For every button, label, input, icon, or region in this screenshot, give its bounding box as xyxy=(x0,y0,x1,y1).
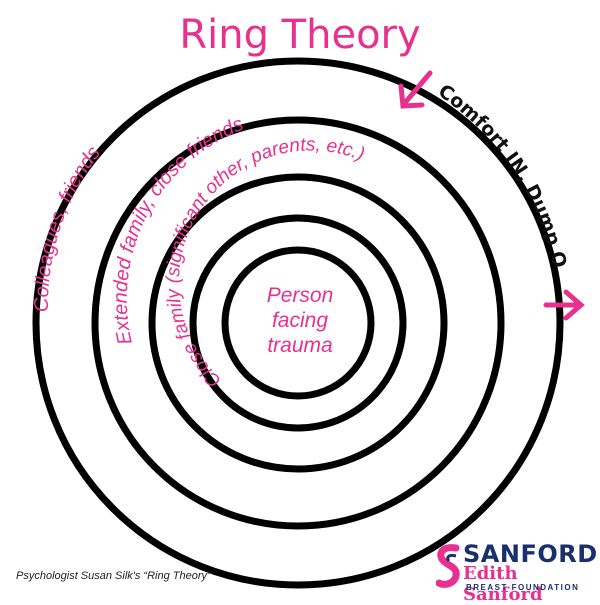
ring-outer xyxy=(32,57,564,589)
ring-inner xyxy=(221,246,375,400)
diagram-title: Ring Theory xyxy=(179,12,421,58)
center-line-2: facing xyxy=(271,309,329,332)
flow-label: Comfort IN, Dump OUT xyxy=(0,0,571,270)
sanford-logo: SANFORD Edith Sanford BREAST FOUNDATION xyxy=(436,540,597,605)
ring-label-colleagues: Colleagues, friends xyxy=(31,142,105,312)
arrow-in-icon xyxy=(398,70,433,109)
center-line-3: trauma xyxy=(267,334,333,357)
source-caption: Psychologist Susan Silk's “Ring Theory” xyxy=(16,570,211,582)
ring-fourth xyxy=(189,214,407,432)
ring-label-colleagues-text: Colleagues, friends xyxy=(31,142,105,312)
logo-line-1: SANFORD xyxy=(463,540,598,568)
arrow-out-icon xyxy=(543,289,585,321)
sanford-s-icon xyxy=(436,544,460,588)
center-line-1: Person xyxy=(266,284,334,307)
ring-third xyxy=(148,173,448,473)
center-label: Person facing trauma xyxy=(230,283,370,358)
logo-line-3: BREAST FOUNDATION xyxy=(466,583,580,592)
flow-label-text: Comfort IN, Dump OUT xyxy=(0,0,571,270)
ring-second xyxy=(91,116,505,530)
